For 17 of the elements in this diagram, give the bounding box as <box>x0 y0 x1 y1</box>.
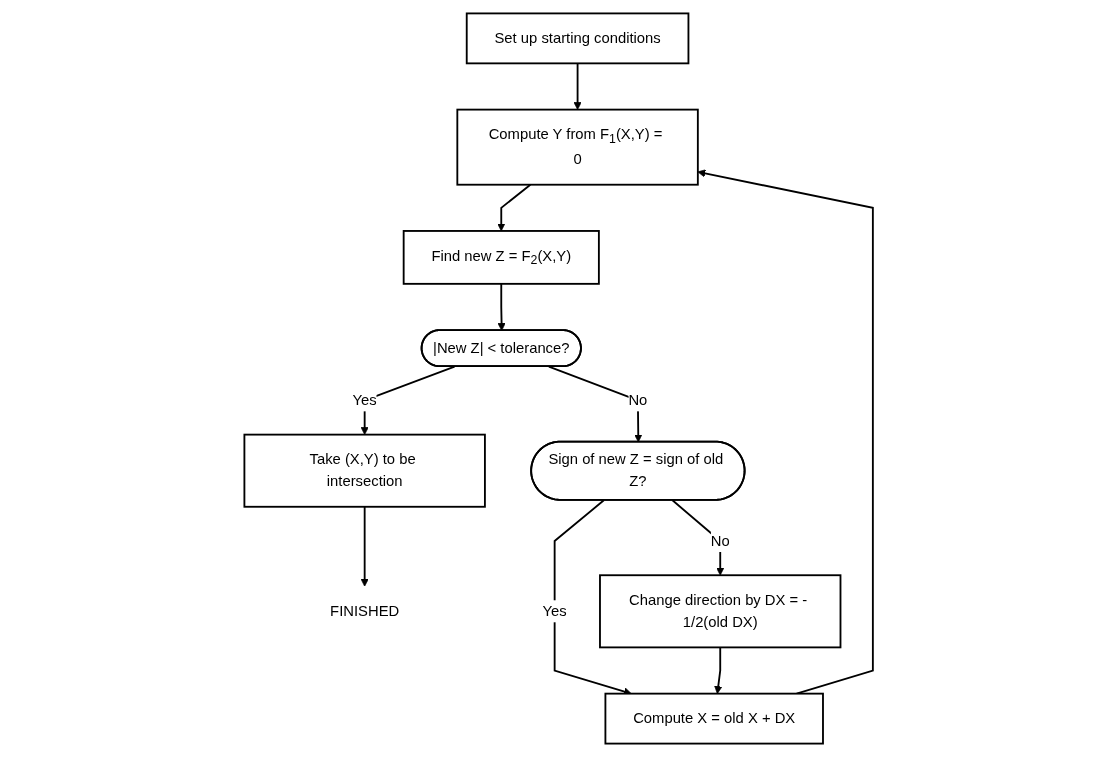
edge-label: Yes <box>542 602 568 619</box>
node-box: Set up starting conditions <box>466 12 690 65</box>
node-box: Change direction by DX = - 1/2(old DX) <box>599 574 842 649</box>
arrow <box>497 282 506 331</box>
node-box: Find new Z = F$_{2}$(X,Y) <box>403 230 601 285</box>
edge-label: Yes <box>352 392 378 408</box>
edge-label: No <box>628 392 648 408</box>
arrow <box>714 646 723 694</box>
node-box: Take (X,Y) to be intersection <box>243 433 487 508</box>
node-box: Compute X = old X + DX <box>604 692 825 745</box>
arrow <box>360 505 370 587</box>
arrow <box>497 183 532 232</box>
edge-label: No <box>711 532 731 549</box>
arrow <box>548 365 643 443</box>
node-box: Compute Y from F$_{1}$(X,Y) = 0 <box>456 108 700 186</box>
arrow <box>573 62 582 110</box>
node-text: FINISHED <box>330 602 400 619</box>
